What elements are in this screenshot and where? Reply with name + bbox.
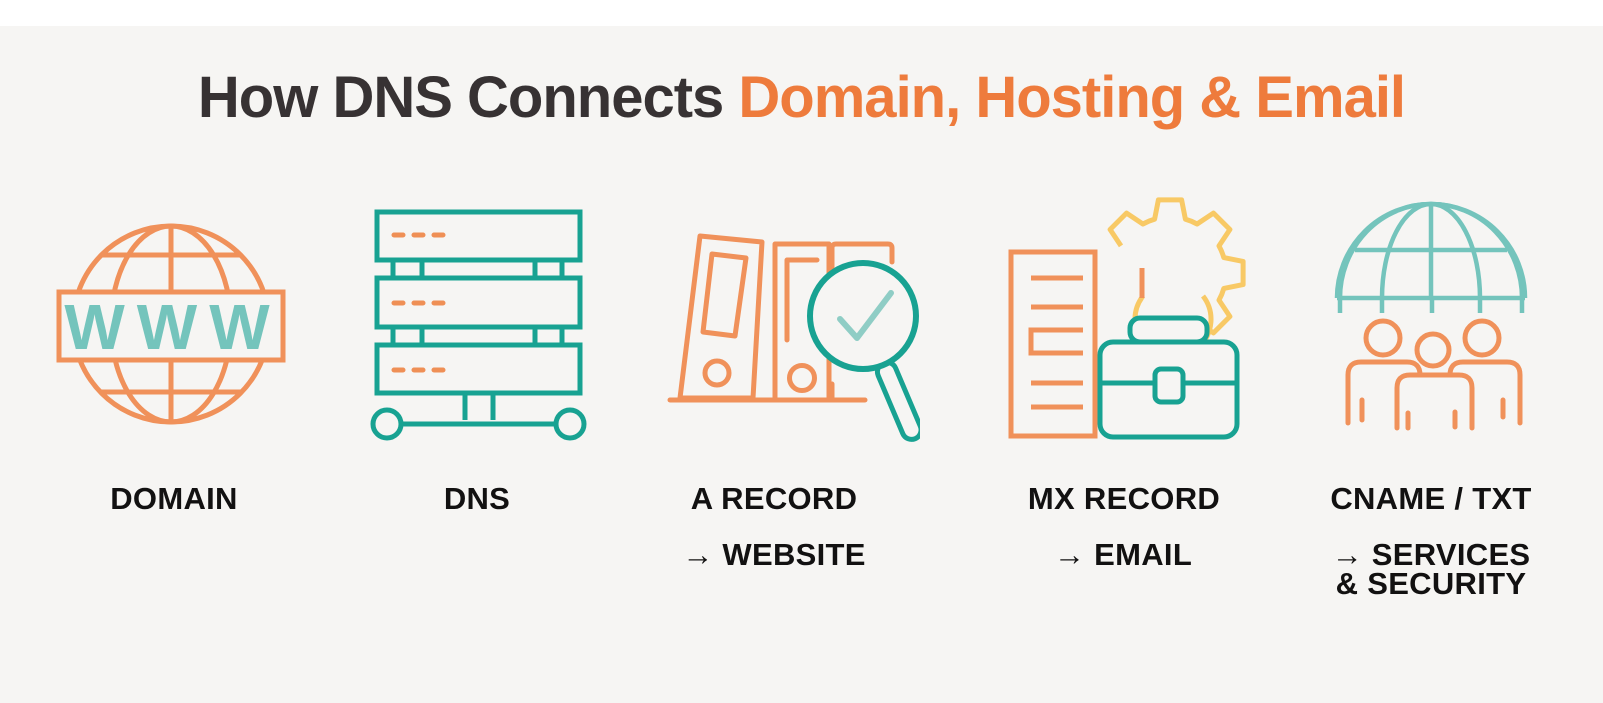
label-mx-record: MX RECORD bbox=[1027, 481, 1221, 516]
label-domain: DOMAIN bbox=[110, 481, 238, 516]
label-dns: DNS bbox=[443, 481, 511, 516]
sublabel-security: & SECURITY bbox=[1335, 566, 1527, 601]
sublabel-services-security: → SERVICES & SECURITY bbox=[1261, 537, 1601, 601]
dns-server-icon bbox=[370, 209, 587, 441]
sublabel-website: → WEBSITE bbox=[682, 537, 866, 572]
label-cname-txt: CNAME / TXT bbox=[1330, 481, 1532, 516]
check-mark bbox=[837, 290, 894, 341]
www-text: WWW bbox=[64, 291, 281, 363]
people-group bbox=[1345, 318, 1523, 431]
top-strip bbox=[0, 0, 1603, 26]
a-record-search-icon bbox=[667, 233, 920, 442]
page-title: How DNS Connects Domain, Hosting & Email bbox=[0, 66, 1603, 130]
sublabel-services: → SERVICES bbox=[1331, 537, 1531, 572]
magnifier-handle bbox=[874, 359, 920, 442]
title-highlight: Domain, Hosting & Email bbox=[738, 65, 1406, 130]
globe-www-icon: WWW bbox=[56, 223, 286, 425]
dome-globe bbox=[1334, 201, 1528, 313]
sublabel-email: → EMAIL bbox=[1053, 537, 1193, 572]
magnifier-lens bbox=[807, 260, 919, 372]
title-prefix: How DNS Connects bbox=[197, 65, 724, 130]
briefcase-icon bbox=[1097, 315, 1240, 440]
label-a-record: A RECORD bbox=[690, 481, 858, 516]
document-icon bbox=[1008, 249, 1098, 439]
mx-record-icon bbox=[1008, 197, 1246, 440]
cname-dome-people-icon bbox=[1334, 201, 1528, 431]
server-led-dashes bbox=[391, 232, 446, 373]
